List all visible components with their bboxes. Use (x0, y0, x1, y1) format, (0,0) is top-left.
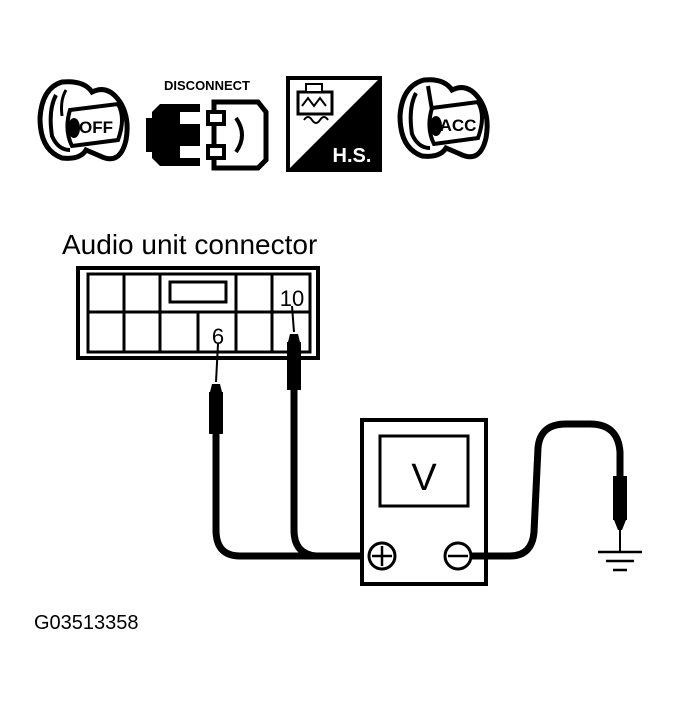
ignition-key-off-icon: OFF (37, 79, 130, 162)
ground-lead (471, 420, 627, 560)
connector-disconnect-icon: DISCONNECT (146, 78, 269, 171)
voltmeter: V (360, 418, 488, 586)
disconnect-label: DISCONNECT (164, 78, 250, 93)
hot-start-label: H.S. (333, 145, 372, 167)
ignition-key-acc-icon: ACC (397, 77, 490, 160)
ground-icon (598, 550, 642, 572)
pin-6-label: 6 (212, 324, 224, 349)
ignition-off-label: OFF (79, 118, 113, 137)
probe-pin-6 (209, 343, 364, 560)
hot-start-engine-icon: H.S. (286, 76, 382, 172)
ignition-acc-label: ACC (440, 116, 477, 135)
connector-title: Audio unit connector (62, 229, 317, 260)
figure-id: G03513358 (34, 612, 139, 634)
probe-pin-10 (287, 305, 317, 560)
meter-display: V (411, 457, 437, 499)
audio-unit-connector: 10 6 (76, 266, 320, 360)
